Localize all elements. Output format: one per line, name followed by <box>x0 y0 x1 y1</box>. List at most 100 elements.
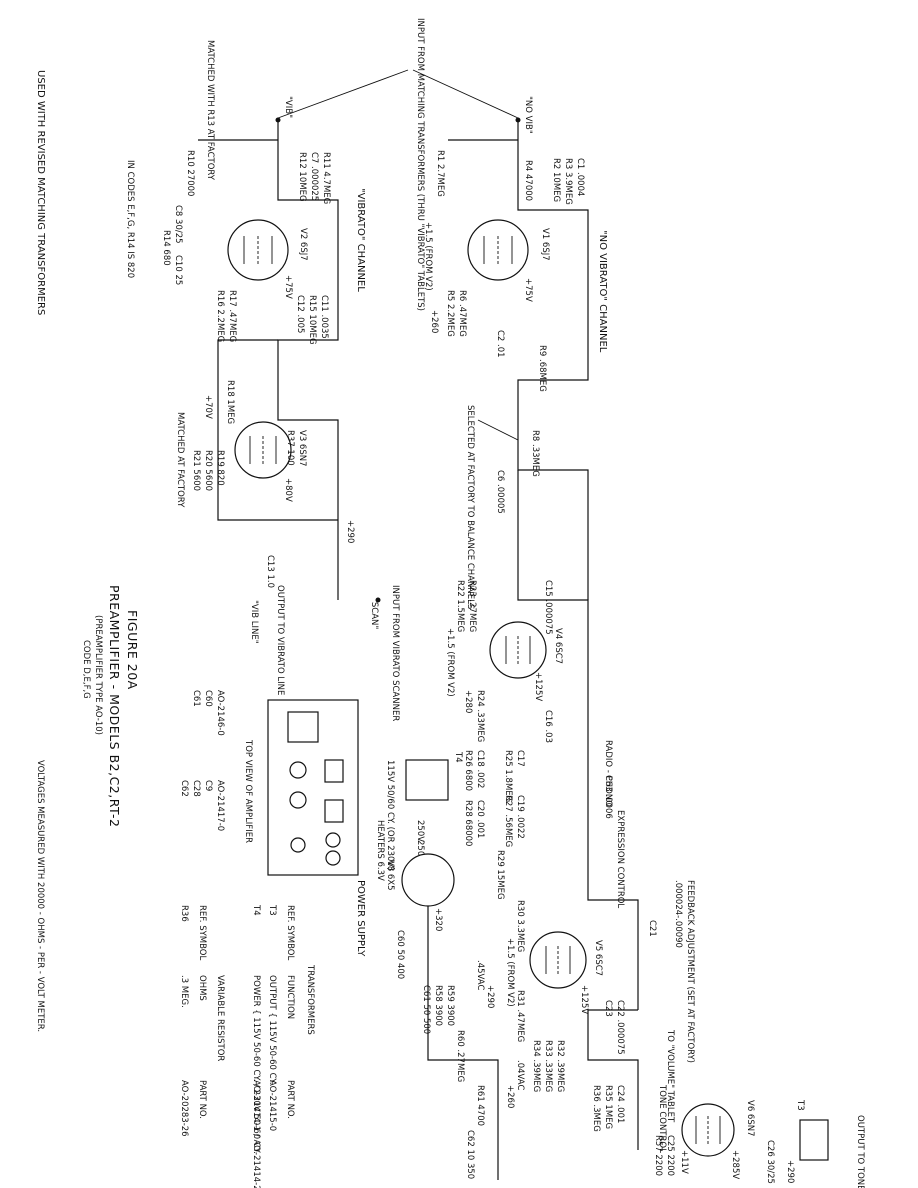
comp-c15: C15 .000075 <box>543 580 553 635</box>
v1-cathode-voltage: +1.5 (FROM V2) <box>423 222 433 291</box>
comp-r15: R15 10MEG <box>307 295 317 345</box>
comp-c12: C12 .005 <box>295 295 305 333</box>
transformers-r1-function: OUTPUT { 115V 50-60 CY. <box>267 975 277 1085</box>
tube-label-v2: V2 6SJ7 <box>298 228 308 261</box>
label-output-vibrato: OUTPUT TO VIBRATO LINE <box>275 585 285 695</box>
comp-r32: R32 .39MEG <box>555 1040 565 1092</box>
label-output-tone-cabinet: OUTPUT TO TONE CABINET <box>855 1115 865 1188</box>
comp-c6: C6 .00005 <box>495 470 505 514</box>
comp-r19: R19 820 <box>215 450 225 486</box>
comp-r25: R25 1.8MEG <box>503 750 513 802</box>
comp-r28: R28 68000 <box>463 800 473 846</box>
label-matched-r13: MATCHED WITH R13 AT FACTORY <box>205 40 215 181</box>
label-input-scanner: INPUT FROM VIBRATO SCANNER <box>390 585 400 721</box>
comp-r27: R27 .56MEG <box>503 795 513 847</box>
v1-b-plus: +260 <box>429 310 439 333</box>
ps-hv-a: 250V <box>415 820 425 842</box>
comp-c21: C21 <box>647 920 657 937</box>
tube-v8 <box>401 853 455 907</box>
label-radio-phono: RADIO - PHONO <box>603 740 613 807</box>
comp-r59: R59 3900 <box>445 985 455 1026</box>
figure-title: FIGURE 20A <box>125 610 140 690</box>
comp-r9: R9 .68MEG <box>537 345 547 392</box>
comp-r60: R60 .27MEG <box>455 1030 465 1082</box>
label-c61: C61 <box>191 690 201 707</box>
label-feedback-values: .000024-.00090 <box>673 880 683 948</box>
no-vibrato-channel: "NO VIBRATO" CHANNEL V1 6SJ7 R3 3.9MEG C… <box>423 96 608 609</box>
comp-c26: C26 30/25 <box>765 1140 775 1184</box>
label-input-from-matching: INPUT FROM MATCHING TRANSFORMERS (THRU "… <box>415 18 425 311</box>
comp-r2: R2 10MEG <box>551 158 561 202</box>
transformers-r1-ref: T3 <box>267 904 277 916</box>
v3-plate-voltage: +80V <box>283 478 293 502</box>
v6-plate-voltage: +285V <box>730 1150 740 1179</box>
comp-c20: C20 .001 <box>475 800 485 838</box>
comp-c13: C13 1.0 <box>265 555 275 588</box>
comp-c1: C1 .0004 <box>575 158 585 196</box>
comp-c23: C23 <box>603 1000 613 1017</box>
figure-code: CODE D,E,F,G <box>81 640 91 699</box>
vibrato-line-driver: V3 6SN7 R37 100 R18 1MEG R19 820 R20 560… <box>175 339 355 695</box>
ps-b320: +320 <box>433 908 443 931</box>
tube-v1 <box>467 219 529 281</box>
comp-t4: T4 <box>453 751 463 763</box>
chassis-outline <box>267 699 359 876</box>
comp-r31: R31 .47MEG <box>515 990 525 1042</box>
transformers-r2-ref: T4 <box>251 904 261 916</box>
label-no-vibrato-channel: "NO VIBRATO" CHANNEL <box>597 230 608 353</box>
transformer-t4 <box>405 759 449 801</box>
comp-c8: C8 30/25 <box>173 205 183 244</box>
top-view-amplifier: TOP VIEW OF AMPLIFIER AO-2146-0 C60 C61 … <box>179 690 359 876</box>
comp-c24: C24 .001 <box>615 1085 625 1123</box>
comp-r57: R57 2200 <box>653 1135 663 1176</box>
comp-c16: C16 .03 <box>543 710 553 743</box>
comp-r5: R5 2.2MEG <box>445 290 455 337</box>
label-to-volume: TO "VOLUME" TABLET <box>665 1029 675 1123</box>
label-expression-control: EXPRESSION CONTROL <box>615 810 625 908</box>
chassis-t4 <box>287 711 319 743</box>
footnote-revised: USED WITH REVISED MATCHING TRANSFORMERS <box>35 70 46 315</box>
comp-r16: R16 2.2MEG <box>215 290 225 342</box>
ps-b260: +260 <box>505 1085 515 1108</box>
resistor-title: VARIABLE RESISTOR <box>215 975 225 1061</box>
comp-r14: R14 680 <box>161 230 171 266</box>
comp-r23: R23 .27MEG <box>467 580 477 632</box>
comp-r34: R34 .39MEG <box>531 1040 541 1092</box>
transformers-header-ref: REF. SYMBOL <box>285 905 295 960</box>
v4-plate-voltage: +125V <box>533 672 543 701</box>
comp-r61: R61 4700 <box>475 1085 485 1126</box>
resistor-header-part: PART NO. <box>197 1080 207 1119</box>
label-c9: C9 <box>203 780 213 791</box>
comp-r21: R21 5600 <box>191 450 201 491</box>
tube-v6 <box>681 1103 735 1157</box>
footnote-voltages: VOLTAGES MEASURED WITH 20000 - OHMS - PE… <box>35 760 45 1032</box>
resistor-r1-ohms: .3 MEG. <box>179 975 189 1008</box>
comp-r10: R10 27000 <box>185 150 195 196</box>
label-feedback: FEEDBACK ADJUSTMENT (SET AT FACTORY) <box>685 880 695 1063</box>
tube-label-v4: V4 6SC7 <box>553 628 563 664</box>
comp-r29: R29 15MEG <box>495 850 505 900</box>
ps-ac-45: .45VAC <box>475 960 485 990</box>
tube-label-v5: V5 6SC7 <box>593 940 603 976</box>
resistor-r1-part: AO-20283-26 <box>179 1080 189 1137</box>
comp-r33: R33 .33MEG <box>543 1040 553 1092</box>
label-selected-factory: SELECTED AT FACTORY TO BALANCE CHANNELS <box>465 405 475 609</box>
comp-r17: R17 .47MEG <box>227 290 237 342</box>
label-c28: C28 <box>191 780 201 797</box>
comp-r1: R1 2.7MEG <box>435 150 445 197</box>
resistor-header-ref: REF. SYMBOL <box>197 905 207 960</box>
comp-r20: R20 5600 <box>203 450 213 491</box>
comp-r3: R3 3.9MEG <box>563 158 573 205</box>
comp-c60ps: C60 50 400 <box>395 930 405 979</box>
transformers-r2-part: AO-21414-1 / AO-21414-2 <box>251 1080 261 1188</box>
label-matched-factory: MATCHED AT FACTORY <box>175 412 185 508</box>
comp-c10: C10 25 <box>173 255 183 285</box>
resistor-header-ohms: OHMS <box>197 975 207 1001</box>
transformers-title: TRANSFORMERS <box>305 964 315 1035</box>
tube-v3 <box>234 421 292 479</box>
resistor-r1-ref: R36 <box>179 905 189 922</box>
transformers-header-part: PART NO. <box>285 1080 295 1119</box>
label-vib-line: "VIB LINE" <box>249 600 259 644</box>
tube-label-v1: V1 6SJ7 <box>540 228 550 261</box>
